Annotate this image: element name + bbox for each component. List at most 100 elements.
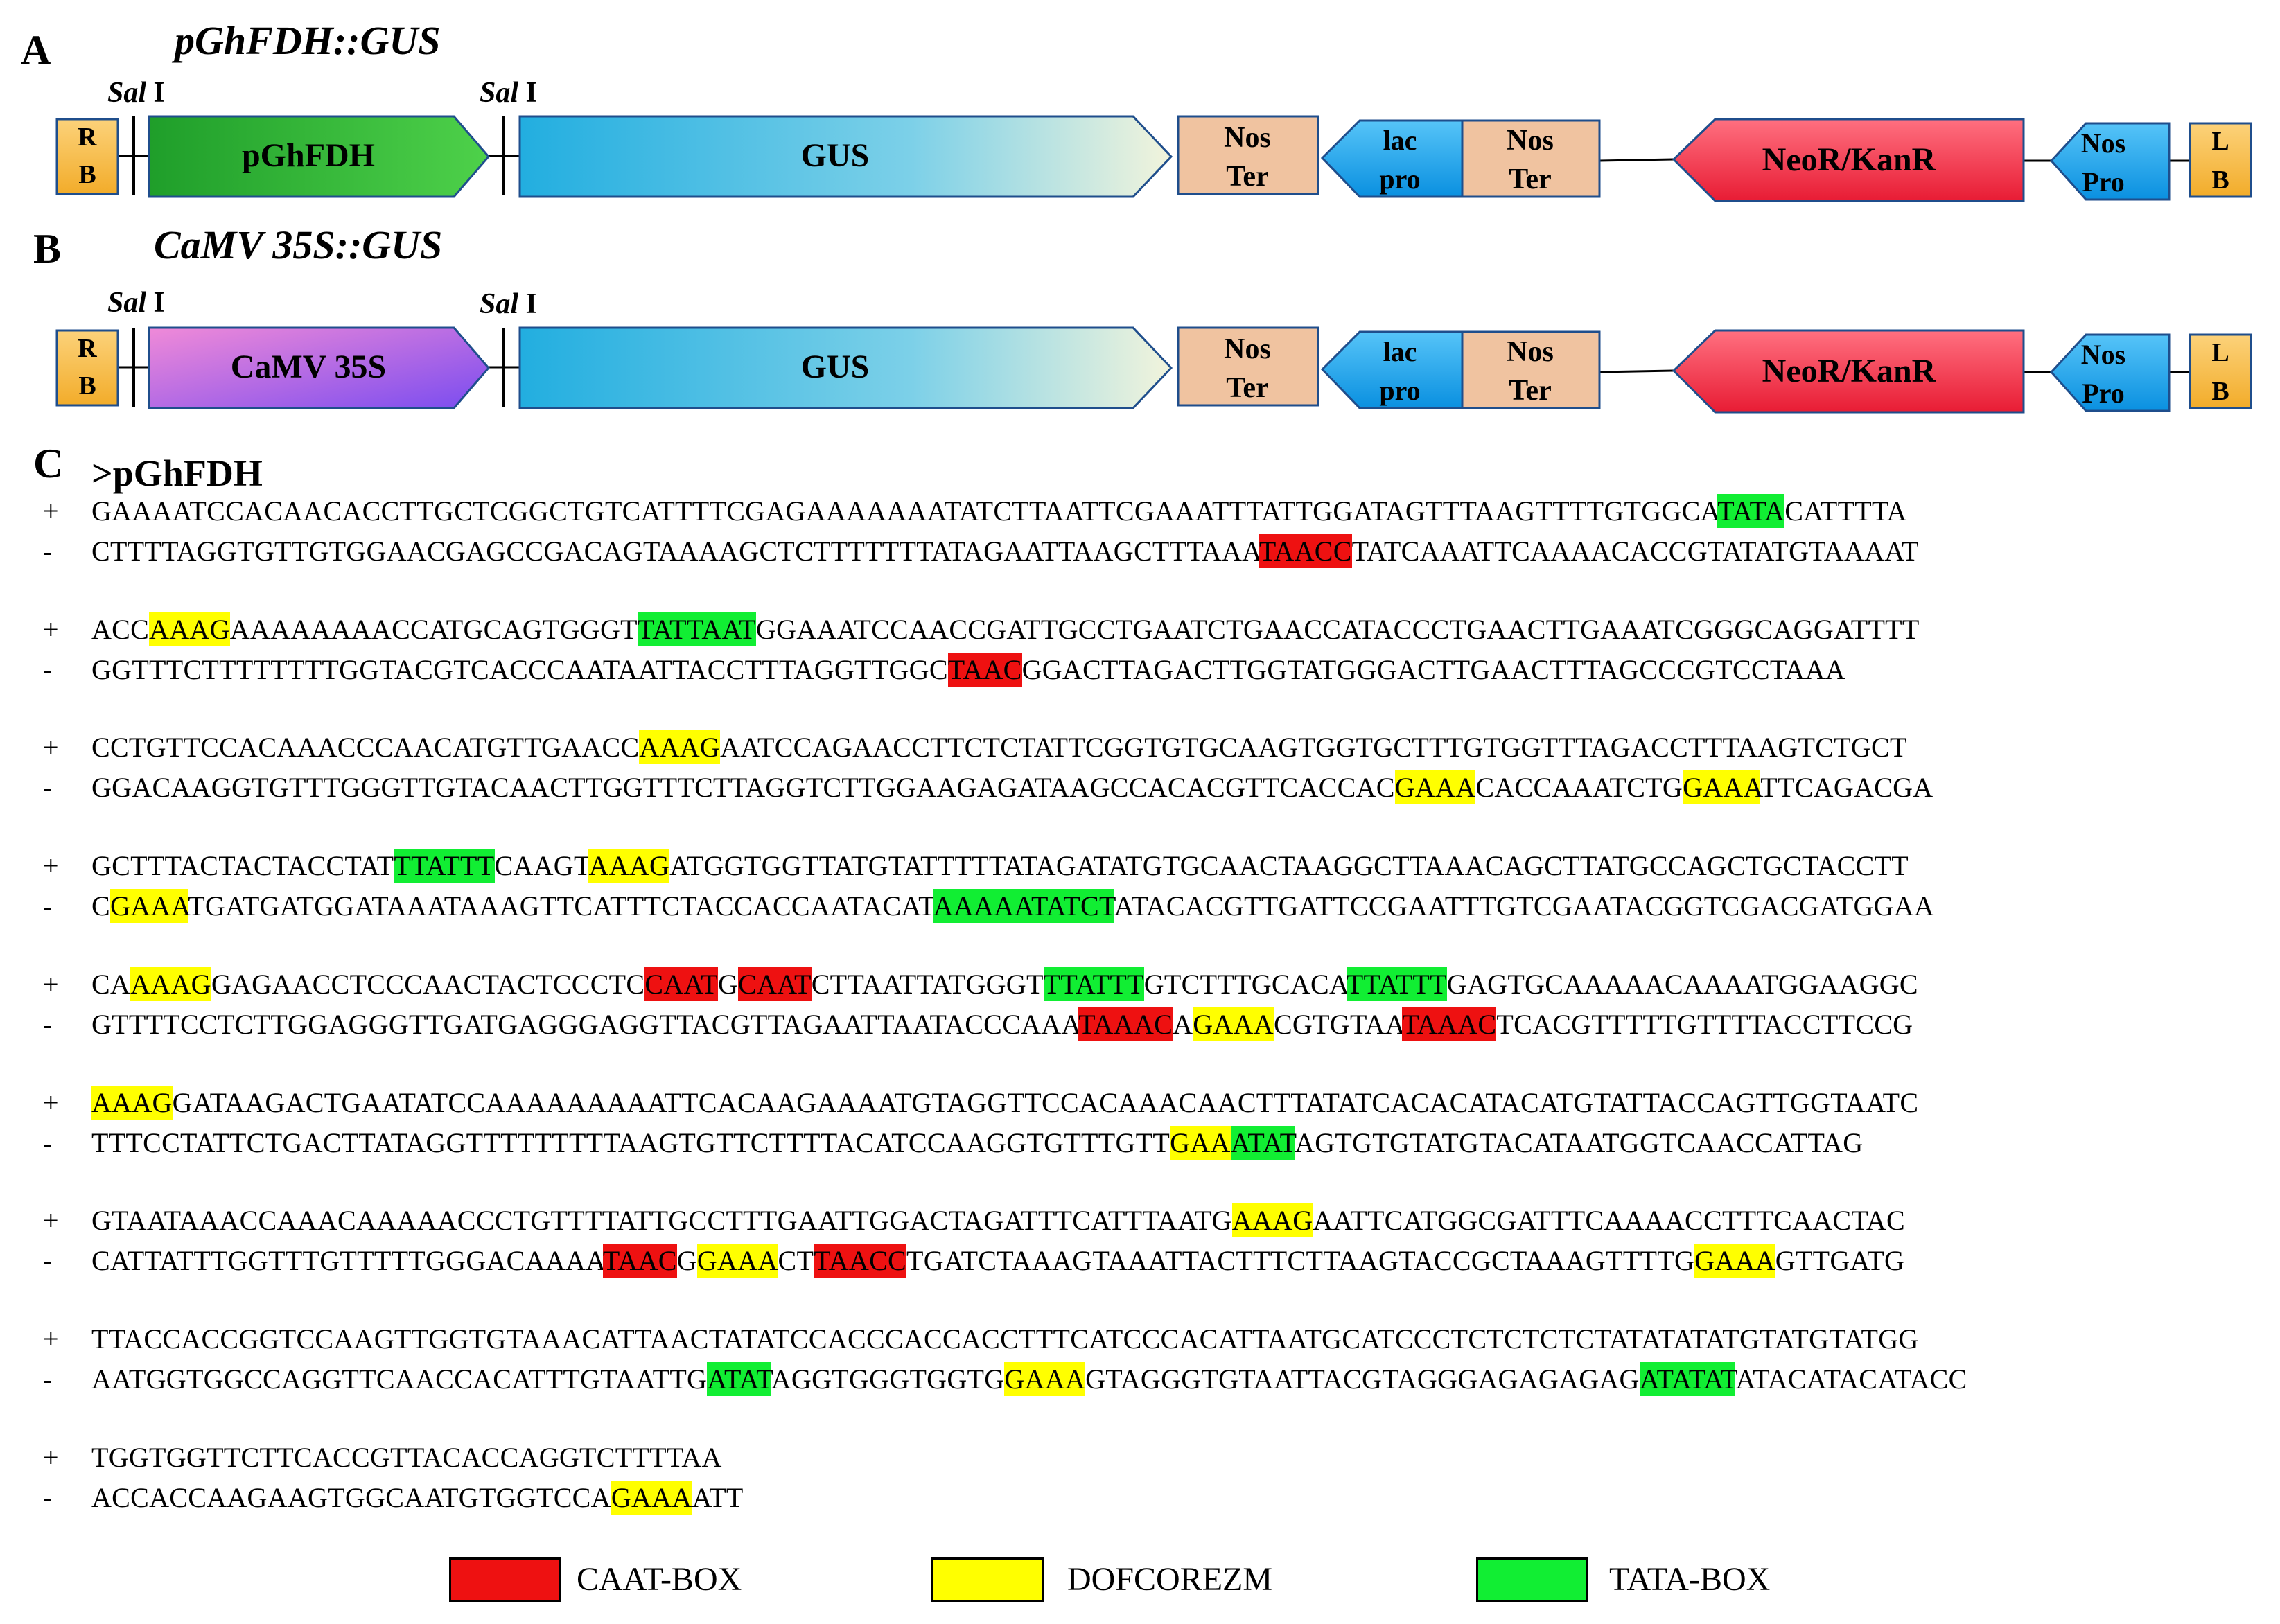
motif-highlight-yellow: GAAA [696, 1244, 778, 1278]
nos-ter-box-2 [1461, 119, 1601, 198]
nos-pro-label-2: Pro [2082, 378, 2124, 409]
sequence-line-plus: TGGTGGTTCTTCACCGTTACACCAGGTCTTTTAA [91, 1441, 722, 1474]
motif-highlight-green: AAAAATATCT [933, 889, 1114, 923]
motif-highlight-green: TATTAAT [637, 612, 756, 646]
sequence-segment: ATGGTGGTTATGTATTTTTATAGATATGTGCAACTAAGGC… [669, 850, 1909, 881]
sequence-segment: TTCAGACGA [1760, 772, 1933, 803]
sequence-segment: GTAGGGTGTAATTACGTAGGGAGAGAGAG [1085, 1363, 1640, 1395]
legend-label: DOFCOREZM [1067, 1561, 1273, 1598]
legend-swatch [449, 1557, 561, 1602]
nos-ter-label-2: Ter [1226, 372, 1268, 404]
nos-pro-arrow [2049, 333, 2171, 412]
strand-sign-plus: + [43, 850, 59, 881]
strand-sign-plus: + [43, 732, 59, 763]
motif-highlight-yellow: GAAA [1694, 1244, 1775, 1278]
strand-sign-minus: - [43, 1482, 53, 1513]
motif-highlight-yellow: AAAG [639, 730, 721, 764]
sequence-segment: ACC [91, 614, 150, 645]
nos-ter-label-2b: Ter [1509, 164, 1551, 195]
sequence-segment: AATGGTGGCCAGGTTCAACCACATTTGTAATTG [91, 1363, 708, 1395]
sequence-segment: AATTCATGGCGATTTCAAAACCTTTCAACTAC [1313, 1205, 1906, 1236]
sequence-segment: TATCAAATTCAAAACACCGTATATGTAAAAT [1351, 536, 1919, 567]
lb-label-2: B [2211, 166, 2229, 195]
sequence-segment: CATTTTA [1784, 495, 1907, 527]
motif-highlight-yellow: AAAG [149, 612, 230, 646]
lac-pro-label-2: pro [1379, 375, 1420, 406]
strand-sign-minus: - [43, 890, 53, 921]
nos-ter-label-1b: Nos [1507, 125, 1554, 157]
motif-highlight-green: TTATTT [394, 849, 495, 883]
lac-pro-label-1: lac [1383, 336, 1417, 367]
sequence-segment: CT [778, 1245, 814, 1276]
panel-b-sal-site-left: Sal I [107, 287, 165, 319]
sequence-segment: TTTCCTATTCTGACTTATAGGTTTTTTTTTAAGTGTTCTT… [91, 1127, 1170, 1158]
motif-highlight-yellow: GAAA [1004, 1362, 1086, 1396]
panel-a-sal-site-right: Sal I [480, 77, 537, 109]
motif-highlight-red: CAAT [644, 967, 718, 1001]
lb-box [2189, 122, 2252, 198]
sequence-line-plus: GTAATAAACCAAACAAAAACCCTGTTTTATTGCCTTTGAA… [91, 1203, 1906, 1237]
lb-label-1: L [2211, 338, 2229, 367]
lb-label-1: L [2211, 127, 2229, 156]
motif-highlight-red: TAACC [1259, 534, 1352, 568]
strand-sign-plus: + [43, 1442, 59, 1473]
strand-sign-plus: + [43, 969, 59, 1000]
panel-b-sal-site-right: Sal I [480, 288, 537, 320]
gus-arrow [518, 115, 1173, 198]
nos-ter-label-1b: Nos [1507, 336, 1554, 368]
motif-highlight-red: TAAC [602, 1244, 677, 1278]
sequence-segment: TGGTGGTTCTTCACCGTTACACCAGGTCTTTTAA [91, 1442, 722, 1473]
nos-ter-box [1177, 326, 1319, 407]
pghfdh-label: pGhFDH [242, 137, 375, 174]
motif-highlight-yellow: AAAG [91, 1086, 173, 1120]
sequence-line-minus: CTTTTAGGTGTTGTGGAACGAGCCGACAGTAAAAGCTCTT… [91, 534, 1919, 568]
nos-ter-label-1: Nos [1224, 122, 1271, 154]
sequence-segment: CA [91, 969, 131, 1000]
sequence-segment: GTTTTCCTCTTGGAGGGTTGATGAGGGAGGTTACGTTAGA… [91, 1009, 1079, 1040]
sequence-line-minus: GTTTTCCTCTTGGAGGGTTGATGAGGGAGGTTACGTTAGA… [91, 1007, 1913, 1041]
neor-kanr-label: NeoR/KanR [1762, 353, 1937, 389]
sequence-line-minus: GGACAAGGTGTTTGGGTTGTACAACTTGGTTTCTTAGGTC… [91, 770, 1933, 804]
sequence-segment: GGACAAGGTGTTTGGGTTGTACAACTTGGTTTCTTAGGTC… [91, 772, 1395, 803]
motif-highlight-yellow: AAAG [1231, 1203, 1313, 1237]
sequence-line-plus: ACCAAAGAAAAAAAACCATGCAGTGGGTTATTAATGGAAA… [91, 612, 1920, 646]
strand-sign-plus: + [43, 1087, 59, 1118]
motif-highlight-yellow: GAA [1170, 1126, 1231, 1160]
nos-pro-label-1: Nos [2081, 339, 2125, 370]
motif-highlight-yellow: GAAA [109, 889, 188, 923]
legend-swatch [931, 1557, 1044, 1602]
lac-pro-label-1: lac [1383, 125, 1417, 156]
motif-highlight-yellow: AAAG [130, 967, 211, 1001]
sequence-segment: AAAAAAAACCATGCAGTGGGT [229, 614, 638, 645]
rb-label-1: R [78, 123, 97, 152]
sequence-segment: ATACATACATACC [1735, 1363, 1967, 1395]
sequence-segment: GTCTTTGCACA [1143, 969, 1347, 1000]
sequence-segment: GGACTTAGACTTGGTATGGGACTTGAACTTTAGCCCGTCC… [1021, 654, 1845, 685]
strand-sign-minus: - [43, 1245, 53, 1276]
sequence-line-minus: GGTTTCTTTTTTTTGGTACGTCACCCAATAATTACCTTTA… [91, 653, 1845, 687]
nos-ter-label-2: Ter [1226, 161, 1268, 193]
motif-highlight-green: ATATAT [1639, 1362, 1736, 1396]
nos-ter-box-2 [1461, 330, 1601, 409]
sequence-segment: GAGAACCTCCCAACTACTCCCTC [211, 969, 645, 1000]
sequence-segment: ATACACGTTGATTCCGAATTTGTCGAATACGGTCGACGAT… [1114, 890, 1935, 921]
gus-label: GUS [801, 137, 870, 174]
sequence-segment: TTACCACCGGTCCAAGTTGGTGTAAACATTAACTATATCC… [91, 1323, 1919, 1354]
motif-highlight-red: CAAT [738, 967, 812, 1001]
motif-highlight-green: ATAT [1230, 1126, 1295, 1160]
panel-a-letter: A [21, 27, 51, 73]
gus-label: GUS [801, 348, 870, 385]
motif-highlight-yellow: GAAA [1193, 1007, 1274, 1041]
sequence-line-plus: GAAAATCCACAACACCTTGCTCGGCTGTCATTTTCGAGAA… [91, 494, 1907, 528]
sequence-segment: CGTGTAA [1273, 1009, 1403, 1040]
sequence-line-minus: AATGGTGGCCAGGTTCAACCACATTTGTAATTGATATAGG… [91, 1362, 1967, 1396]
lac-pro-label-2: pro [1379, 164, 1420, 195]
strand-sign-minus: - [43, 536, 53, 567]
panel-a-sal-site-left: Sal I [107, 77, 165, 109]
sequence-segment: TCACGTTTTTGTTTTACCTTCCG [1496, 1009, 1913, 1040]
strand-sign-minus: - [43, 1009, 53, 1040]
strand-sign-plus: + [43, 1205, 59, 1236]
strand-sign-plus: + [43, 614, 59, 645]
sequence-line-minus: TTTCCTATTCTGACTTATAGGTTTTTTTTTAAGTGTTCTT… [91, 1126, 1863, 1160]
sequence-line-plus: CCTGTTCCACAAACCCAACATGTTGAACCAAAGAATCCAG… [91, 730, 1907, 764]
